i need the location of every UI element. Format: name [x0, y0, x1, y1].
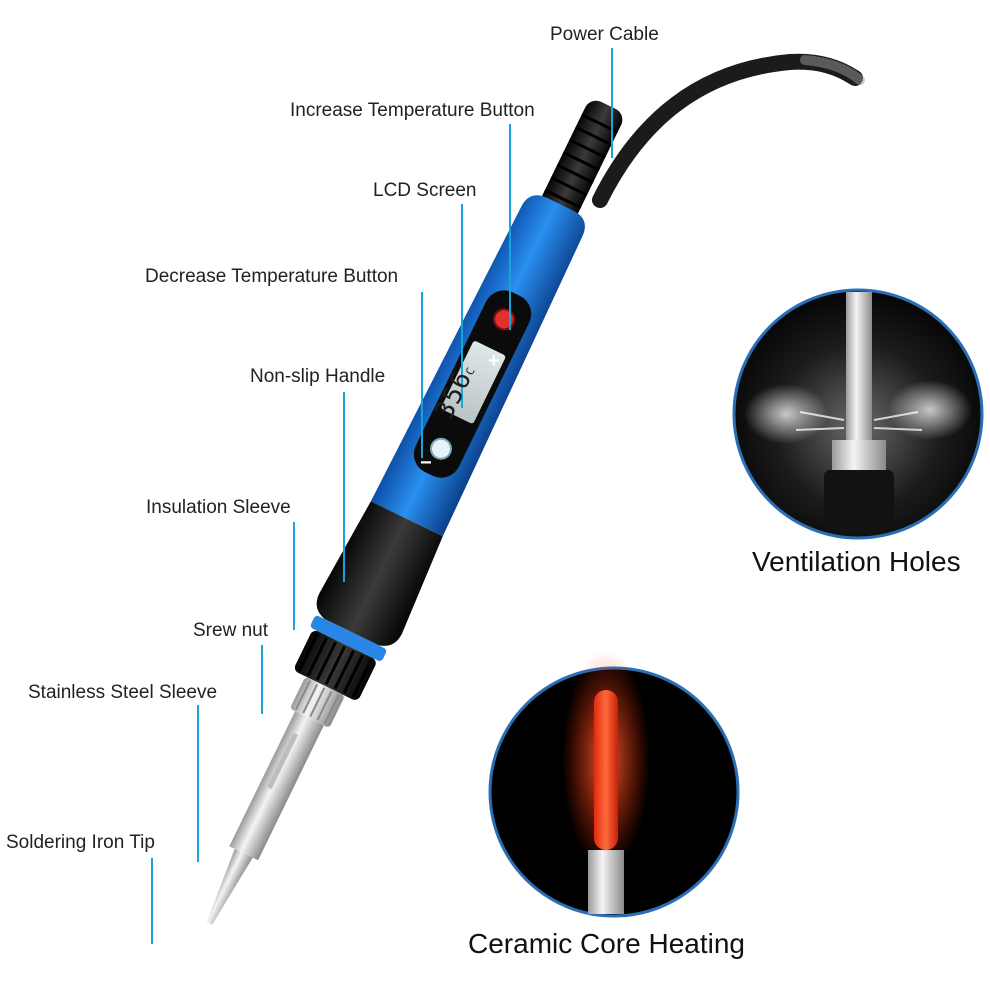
iron-body [206, 100, 623, 925]
label-tip: Soldering Iron Tip [6, 832, 155, 853]
soldering-tip [206, 848, 253, 925]
label-power-cable: Power Cable [550, 24, 659, 45]
label-lcd-screen: LCD Screen [373, 180, 477, 201]
ceramic-core-inset [488, 650, 740, 918]
label-screw-nut: Srew nut [193, 620, 268, 641]
minus-glyph: − [420, 452, 432, 474]
plus-glyph: + [488, 350, 500, 372]
label-insulation-sleeve: Insulation Sleeve [146, 497, 291, 518]
ventilation-inset [732, 288, 984, 540]
decrease-temperature-button[interactable] [428, 435, 455, 462]
non-slip-grip [316, 501, 443, 646]
power-cable [592, 53, 863, 208]
label-steel-sleeve: Stainless Steel Sleeve [28, 682, 218, 703]
caption-ventilation: Ventilation Holes [752, 546, 961, 577]
label-handle: Non-slip Handle [250, 366, 386, 387]
stainless-steel-sleeve [229, 711, 324, 861]
insulation-ring [310, 615, 387, 661]
caption-ceramic: Ceramic Core Heating [468, 928, 745, 959]
label-increase-button: Increase Temperature Button [290, 100, 535, 121]
lcd-screen [441, 341, 506, 424]
label-decrease-button: Decrease Temperature Button [145, 266, 399, 287]
leader-lines [151, 48, 613, 944]
